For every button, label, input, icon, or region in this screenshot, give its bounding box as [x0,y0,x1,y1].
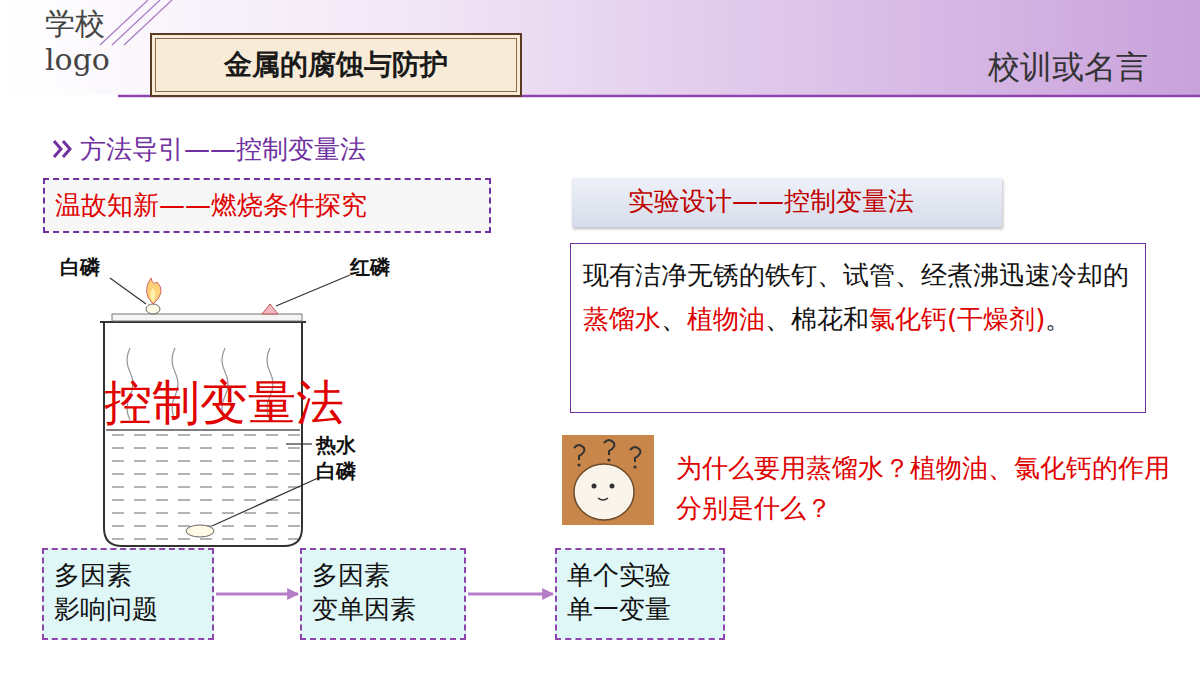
text-segment: 现有洁净无锈的铁钉、试管、经煮沸迅速冷却的 [583,260,1129,290]
box-text: 单个实验 单一变量 [567,559,679,627]
box-text: 金属的腐蚀与防护 [160,46,512,84]
text-segment: 氯化钙(干燥剂) [869,304,1045,334]
heading-band: 实验设计——控制变量法 [572,178,1002,227]
part-label: 热水 [316,432,376,459]
topic-box: 温故知新——燃烧条件探究 [43,178,491,233]
question-note: 为什么要用蒸馏水？植物油、氯化钙的作用分别是什么？ [676,448,1176,529]
flow-arrow [468,593,553,596]
part-label: 白磷 [316,458,376,485]
materials-box: 现有洁净无锈的铁钉、试管、经煮沸迅速冷却的蒸馏水、植物油、棉花和氯化钙(干燥剂)… [570,243,1146,413]
part-label: 白磷 [60,254,120,281]
text-segment: 。 [1045,304,1071,334]
process-box: 单个实验 单一变量 [555,548,725,640]
text-segment: 植物油 [687,304,765,334]
process-box: 多因素 影响问题 [42,548,214,640]
overlay-caption: 控制变量法 [104,378,404,426]
thinking-cartoon [562,435,654,525]
box-text: 多因素 变单因素 [312,559,424,627]
box-text: 温故知新——燃烧条件探究 [55,188,479,223]
section-heading: 方法导引——控制变量法 [80,132,500,167]
box-text: 多因素 影响问题 [54,559,166,627]
box-text: 实验设计——控制变量法 [628,184,992,219]
title-box: 金属的腐蚀与防护 [150,33,522,97]
logo-text: 学校 logo [45,6,125,78]
text-segment: 、 [661,304,687,334]
process-box: 多因素 变单因素 [300,548,466,640]
text-segment: 、棉花和 [765,304,869,334]
motto-text: 校训或名言 [988,46,1193,90]
part-label: 红磷 [350,254,410,281]
flow-arrow [216,593,298,596]
text-segment: 蒸馏水 [583,304,661,334]
chevron-icon [54,141,70,157]
